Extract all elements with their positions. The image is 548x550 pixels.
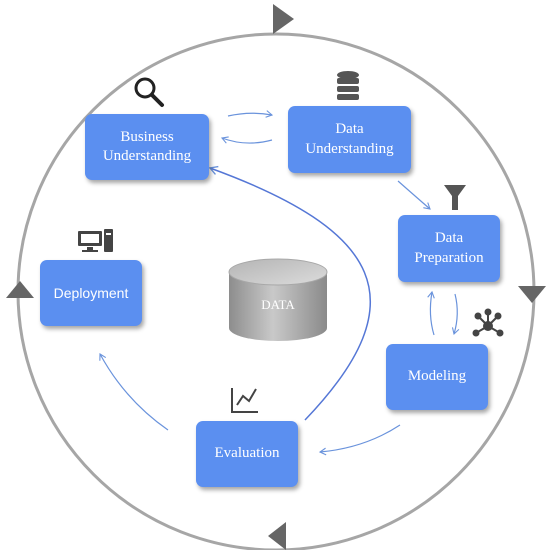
data-preparation-line2: Preparation — [414, 249, 484, 266]
computer-icon — [78, 229, 113, 252]
data-understanding-line1: Data — [335, 121, 364, 137]
evaluation-label: Evaluation — [214, 445, 280, 462]
arrow-modeling-to-evaluation — [318, 424, 401, 456]
business-understanding-line2: Understanding — [102, 148, 192, 164]
deployment-label: Deployment — [53, 284, 129, 301]
arrow-business-to-data-understanding — [227, 110, 274, 118]
arrow-modeling-to-preparation — [427, 290, 435, 336]
modeling-box[interactable]: Modeling — [386, 344, 488, 410]
modeling-label: Modeling — [407, 368, 467, 385]
data-cylinder-label: DATA — [261, 297, 295, 312]
data-preparation-line1: Data — [434, 230, 464, 246]
business-understanding-line1: Business — [120, 128, 174, 145]
filter-icon — [444, 185, 466, 210]
evaluation-box[interactable]: Evaluation — [196, 421, 298, 487]
deployment-box[interactable]: Deployment — [40, 260, 142, 326]
data-preparation-box[interactable]: Data Preparation — [398, 215, 500, 282]
data-understanding-box[interactable]: Data Understanding — [288, 106, 411, 173]
arrow-data-understanding-to-business — [220, 136, 273, 144]
outer-arrow-top — [273, 4, 294, 34]
outer-arrow-left — [6, 281, 34, 298]
outer-arrow-bottom — [268, 522, 286, 550]
data-understanding-line2: Understanding — [305, 140, 394, 157]
arrow-preparation-to-modeling — [451, 293, 460, 336]
outer-arrow-right — [518, 286, 546, 303]
magnifier-icon — [134, 77, 164, 107]
data-cylinder — [228, 258, 328, 341]
arrow-evaluation-to-business — [208, 165, 372, 421]
network-icon — [472, 308, 504, 337]
database-icon — [337, 71, 359, 100]
arrow-data-understanding-to-preparation — [397, 180, 431, 210]
arrow-evaluation-to-deployment — [99, 353, 169, 431]
business-understanding-box[interactable]: Business Understanding — [85, 114, 209, 180]
line-chart-icon — [231, 388, 258, 413]
